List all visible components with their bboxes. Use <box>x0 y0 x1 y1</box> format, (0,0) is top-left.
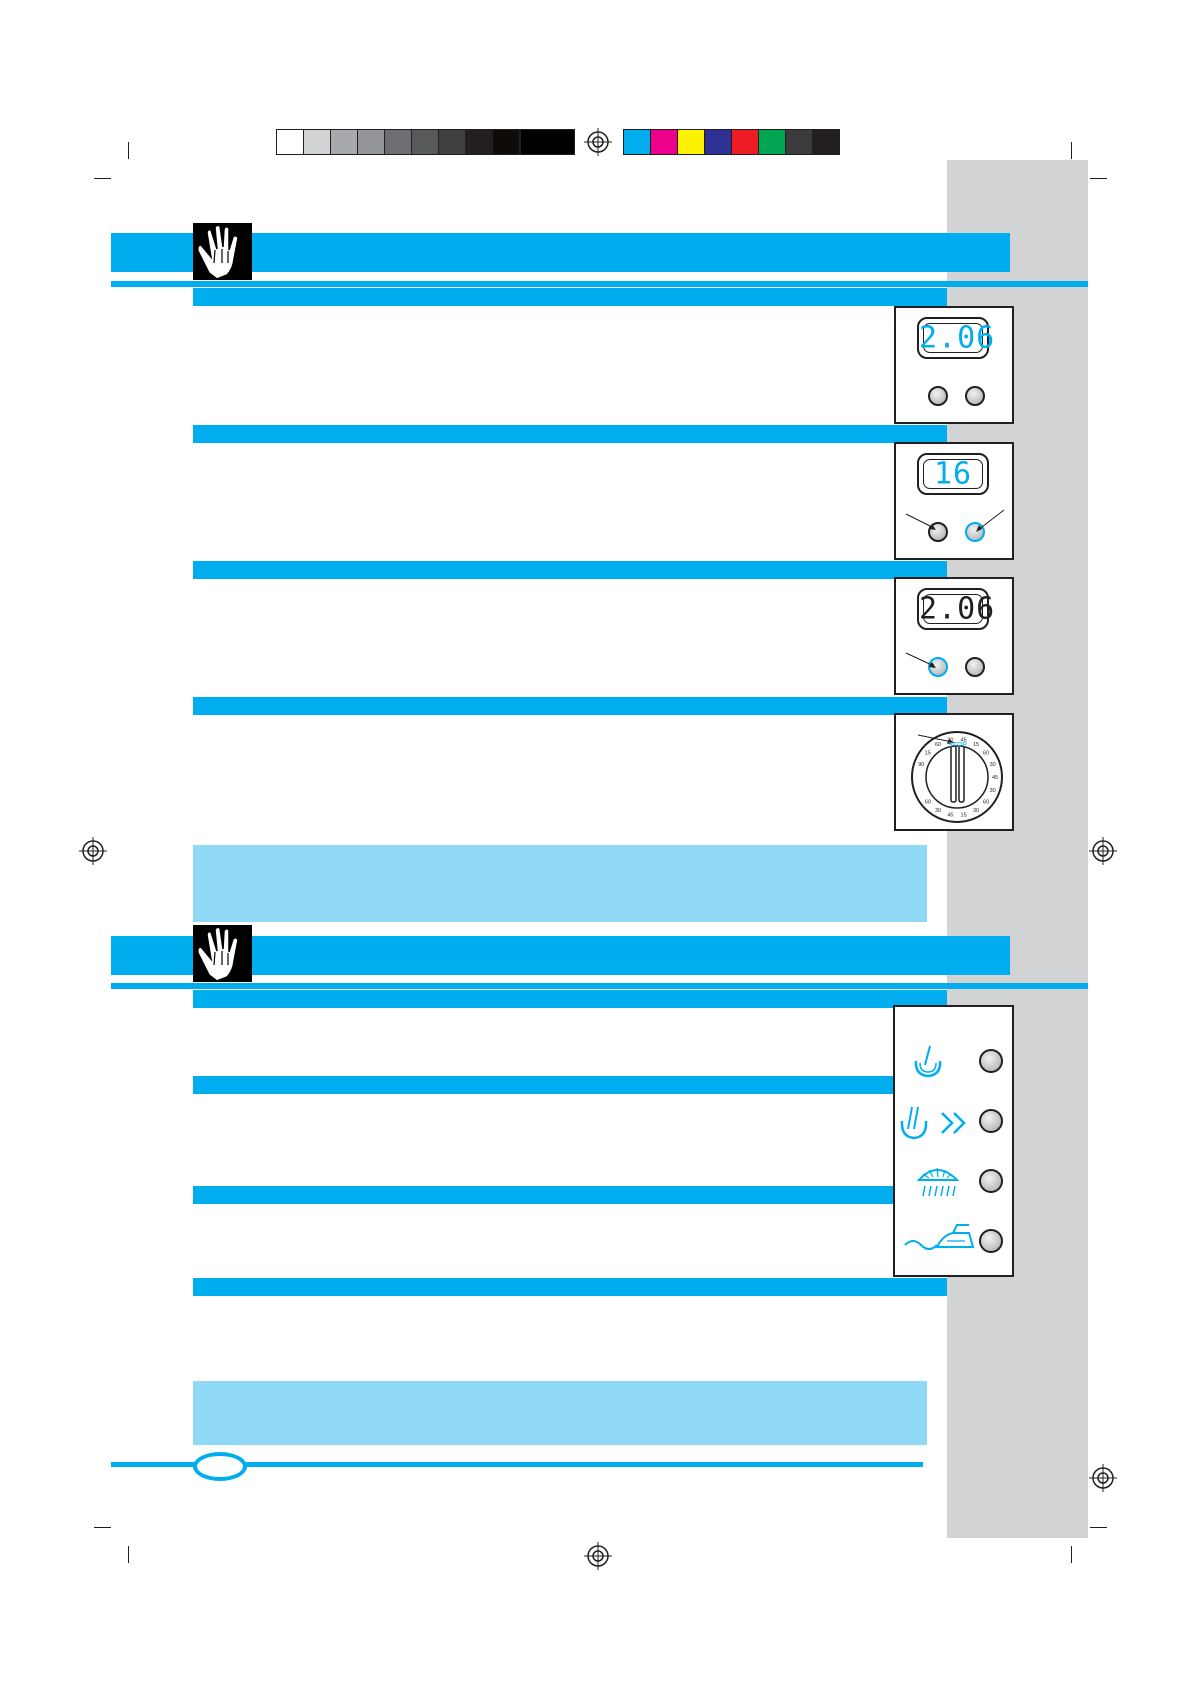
registration-target-icon <box>584 1542 612 1570</box>
dial-number: 30 <box>990 762 996 768</box>
content-bar-7 <box>193 1186 893 1204</box>
iron-easy-ironing-icon <box>904 1224 975 1250</box>
color-swatch <box>704 129 732 155</box>
color-swatch <box>812 129 840 155</box>
color-swatch <box>623 129 651 155</box>
dial-stop-label: STOP <box>948 742 967 749</box>
color-swatch <box>650 129 678 155</box>
header-underline-rule-2 <box>111 983 1088 989</box>
pointer-arrow-icon <box>905 652 936 668</box>
pointer-arrow-icon <box>905 509 1005 532</box>
dial-number: 30 <box>973 808 979 814</box>
color-swatch <box>520 129 575 155</box>
dial-number: 45 <box>961 738 967 744</box>
option-button-3[interactable] <box>979 1169 1003 1193</box>
color-swatch <box>677 129 705 155</box>
plus-button[interactable] <box>965 657 985 677</box>
option-button-1[interactable] <box>979 1049 1003 1073</box>
dial-number: 60 <box>983 751 989 757</box>
digital-display: 16 <box>917 453 989 495</box>
registration-target-icon <box>1089 837 1117 865</box>
steam-drop-icon <box>914 1045 942 1078</box>
footer-rule <box>111 1462 923 1467</box>
timer-display-panel-1: 2.06 <box>894 306 1014 424</box>
option-button-4[interactable] <box>979 1229 1003 1253</box>
color-swatch <box>492 129 520 155</box>
content-bar-1 <box>193 288 947 306</box>
section-header-bar-1 <box>111 233 1010 272</box>
display-readout: 2.06 <box>919 320 996 356</box>
color-swatch <box>438 129 466 155</box>
dial-number: 30 <box>990 788 996 794</box>
plus-button[interactable] <box>965 386 985 406</box>
dial-number: 15 <box>961 812 967 818</box>
dial-number: 15 <box>925 751 931 757</box>
color-swatch <box>303 129 331 155</box>
color-swatch <box>758 129 786 155</box>
content-bar-5 <box>193 990 947 1008</box>
digital-display: 2.06 <box>917 317 996 359</box>
hand-icon <box>193 925 252 982</box>
double-steam-fast-icon <box>900 1106 966 1140</box>
dial-number: 45 <box>947 812 953 818</box>
shower-rinse-icon <box>916 1167 960 1197</box>
color-swatch <box>276 129 304 155</box>
dial-number: 60 <box>935 742 941 748</box>
content-bar-4 <box>193 697 947 715</box>
content-bar-3 <box>193 561 947 579</box>
hand-icon <box>193 223 252 280</box>
dial-number: 30 <box>935 808 941 814</box>
color-swatch <box>731 129 759 155</box>
color-swatch <box>357 129 385 155</box>
color-swatch <box>330 129 358 155</box>
dial-number: 90 <box>918 762 924 768</box>
registration-target-icon <box>79 837 107 865</box>
registration-target-icon <box>1089 1464 1117 1492</box>
content-bar-2 <box>193 425 947 443</box>
registration-target-icon <box>584 128 612 156</box>
dial-number: 60 <box>983 799 989 805</box>
timer-display-panel-2: 16 <box>894 442 1014 560</box>
header-underline-rule-1 <box>111 281 1088 287</box>
content-bar-8 <box>193 1278 947 1296</box>
color-swatch <box>411 129 439 155</box>
options-button-panel <box>893 1005 1014 1277</box>
digital-display: 2.06 <box>917 588 996 630</box>
display-readout: 2.06 <box>919 591 996 627</box>
section-header-bar-2 <box>111 936 1010 975</box>
dial-number: 60 <box>925 799 931 805</box>
dial-number: 15 <box>973 742 979 748</box>
note-box-1 <box>193 845 927 922</box>
minus-button[interactable] <box>928 386 948 406</box>
dial-number: 45 <box>992 775 998 781</box>
note-box-2 <box>193 1381 927 1445</box>
display-readout: 16 <box>933 456 973 492</box>
timer-display-panel-3: 2.06 <box>894 577 1014 695</box>
dial-number: 30 <box>947 738 953 744</box>
color-swatch <box>785 129 813 155</box>
color-swatch <box>384 129 412 155</box>
page-number-oval <box>193 1452 247 1481</box>
color-swatch <box>465 129 493 155</box>
content-bar-6 <box>193 1076 893 1094</box>
option-button-2[interactable] <box>979 1109 1003 1133</box>
